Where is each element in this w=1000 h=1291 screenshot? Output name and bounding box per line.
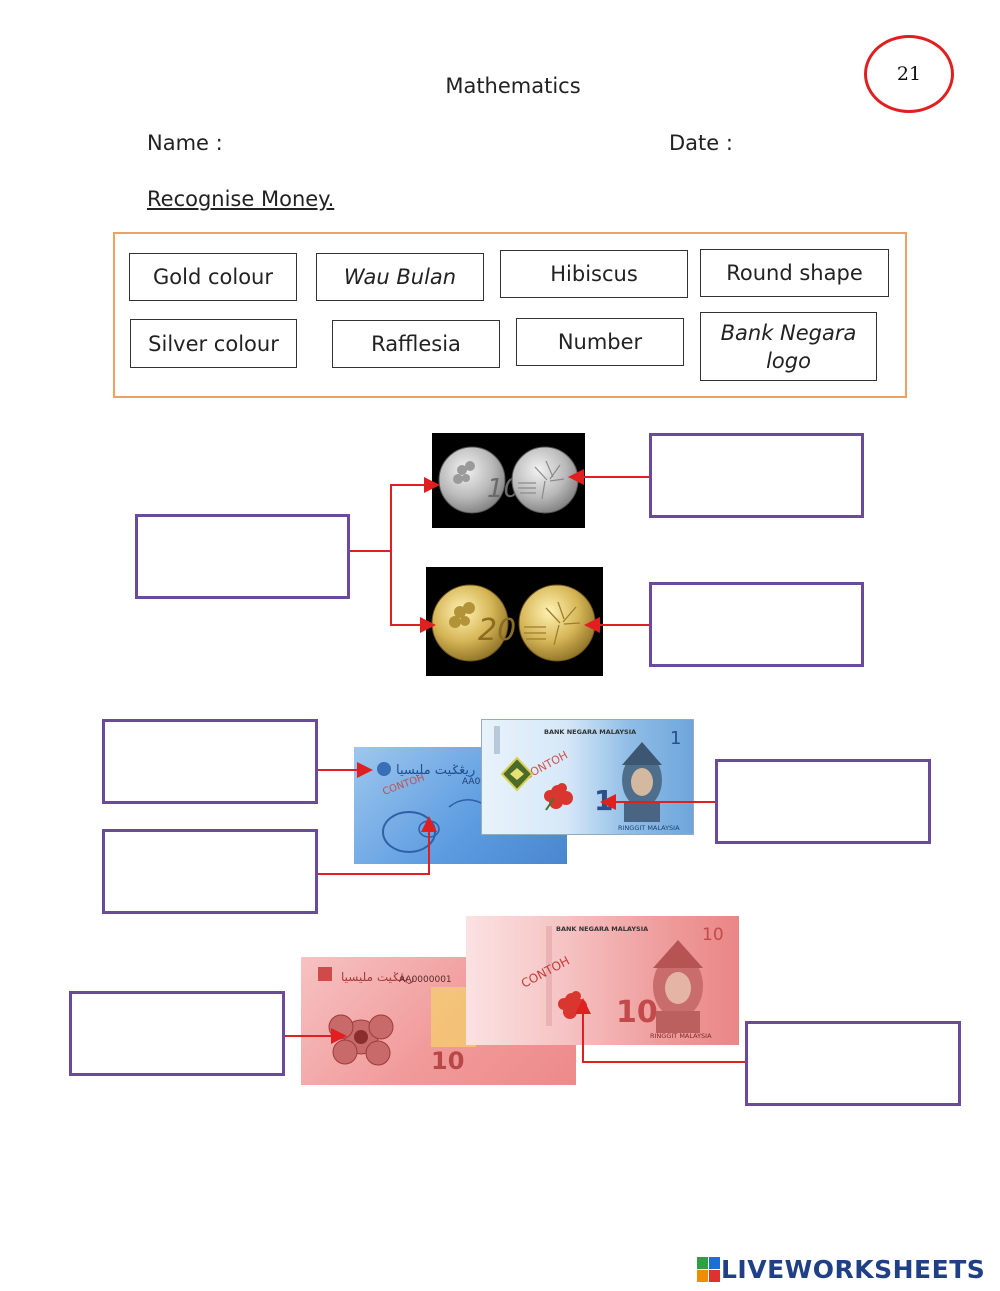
ten-sen-coin-photo: 10 [432,433,585,528]
rm10-bank-name: BANK NEGARA MALAYSIA [556,925,648,933]
answer-box-ten-sen[interactable] [649,433,864,518]
ten-ringgit-note-front-photo: BANK NEGARA MALAYSIA CONTOH 10 10 RINGGI… [466,916,739,1045]
word-chip-silver-colour[interactable]: Silver colour [130,319,297,368]
answer-box-rm10-rafflesia[interactable] [69,991,285,1076]
rm10-corner-value: 10 [702,925,724,945]
rm1-bank-name: BANK NEGARA MALAYSIA [544,728,636,736]
answer-box-twenty-sen[interactable] [649,582,864,667]
word-chip-rafflesia[interactable]: Rafflesia [332,320,500,368]
answer-box-rm10-hibiscus[interactable] [745,1021,961,1106]
word-chip-round-shape[interactable]: Round shape [700,249,889,297]
subject-title: Mathematics [445,74,581,98]
arrow-to-rm1-kite [318,816,437,875]
liveworksheets-wordmark: LIVEWORKSHEETS [721,1255,986,1284]
word-chip-gold-colour[interactable]: Gold colour [129,253,297,301]
word-chip-wau-bulan[interactable]: Wau Bulan [316,253,484,301]
arrow-to-coins-top [349,477,440,552]
rm10-back-serial: AA0000001 [399,975,452,985]
twenty-sen-value: 20 [478,613,516,648]
word-chip-hibiscus[interactable]: Hibiscus [500,250,688,298]
rm10-back-jawi: ريڠݢيت مليسيا [341,970,414,985]
arrow-to-coins-bottom [390,551,436,633]
liveworksheets-logo: LIVEWORKSHEETS [697,1255,985,1284]
page-number-text: 21 [896,63,922,85]
twenty-sen-coin-photo: 20 [426,567,603,676]
answer-box-rm1-logo[interactable] [102,719,318,804]
answer-box-rm1-number[interactable] [715,759,931,844]
answer-box-rm1-kite[interactable] [102,829,318,914]
answer-box-coins-shape[interactable] [135,514,350,599]
word-chip-number[interactable]: Number [516,318,684,366]
date-label: Date : [669,131,733,155]
section-heading: Recognise Money. [147,187,335,211]
rm10-back-value: 10 [431,1047,464,1075]
word-chip-bank-negara-logo[interactable]: Bank Negara logo [700,312,877,381]
name-label: Name : [147,131,223,155]
rm10-currency: RINGGIT MALAYSIA [650,1032,712,1040]
rm1-currency: RINGGIT MALAYSIA [618,824,680,832]
arrow-to-rm10-hibiscus [575,998,746,1063]
page-number: 21 [864,35,954,113]
rm1-back-jawi: ريڠݢيت مليسيا [396,763,475,778]
rm10-value: 10 [616,995,658,1030]
word-bank [113,232,907,398]
rm1-corner-value: 1 [670,728,681,749]
one-ringgit-note-front-photo: BANK NEGARA MALAYSIA CONTOH 1 1 RINGGIT … [481,719,694,835]
liveworksheets-logo-icon [697,1256,720,1282]
ten-ringgit-note-back-photo: ريڠݢيت مليسيا AA0000001 10 [301,957,576,1085]
